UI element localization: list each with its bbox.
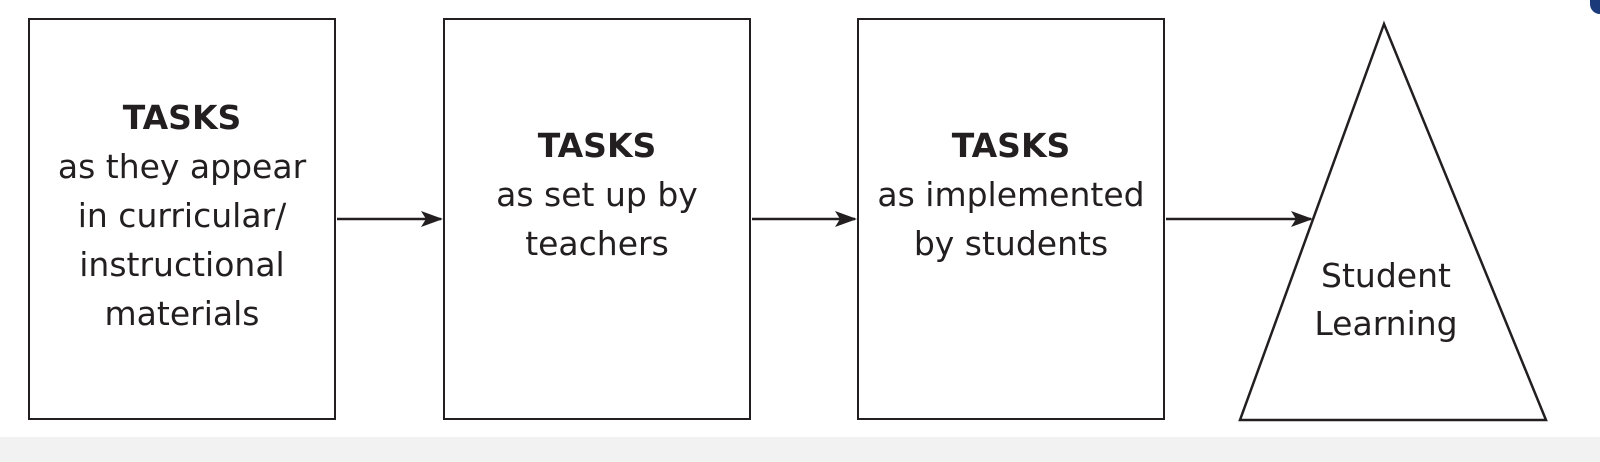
student-learning-label: Student Learning [1260,252,1512,348]
tasks-implemented-box: TASKS as implemented by students [857,18,1165,420]
outcome-line: Learning [1314,304,1458,343]
box-title: TASKS [537,125,657,165]
box-line: as implemented [877,174,1145,214]
outcome-line: Student [1321,256,1451,295]
box-line: teachers [525,223,669,263]
box-line: by students [913,223,1109,263]
box-title: TASKS [122,97,242,137]
page-footer-strip [0,437,1600,462]
box-line: instructional [79,244,285,284]
corner-tab-icon [1590,0,1600,14]
outcome-triangle [1238,20,1548,422]
tasks-setup-box: TASKS as set up by teachers [443,18,751,420]
box-line: in curricular/ [77,195,287,235]
box-line: as they appear [57,146,307,186]
box-line: materials [104,293,260,333]
box-text: TASKS as set up by teachers [496,121,698,268]
tasks-curricular-box: TASKS as they appear in curricular/ inst… [28,18,336,420]
box-text: TASKS as implemented by students [877,121,1144,268]
box-text: TASKS as they appear in curricular/ inst… [58,93,306,338]
box-title: TASKS [951,125,1071,165]
box-line: as set up by [496,174,698,214]
